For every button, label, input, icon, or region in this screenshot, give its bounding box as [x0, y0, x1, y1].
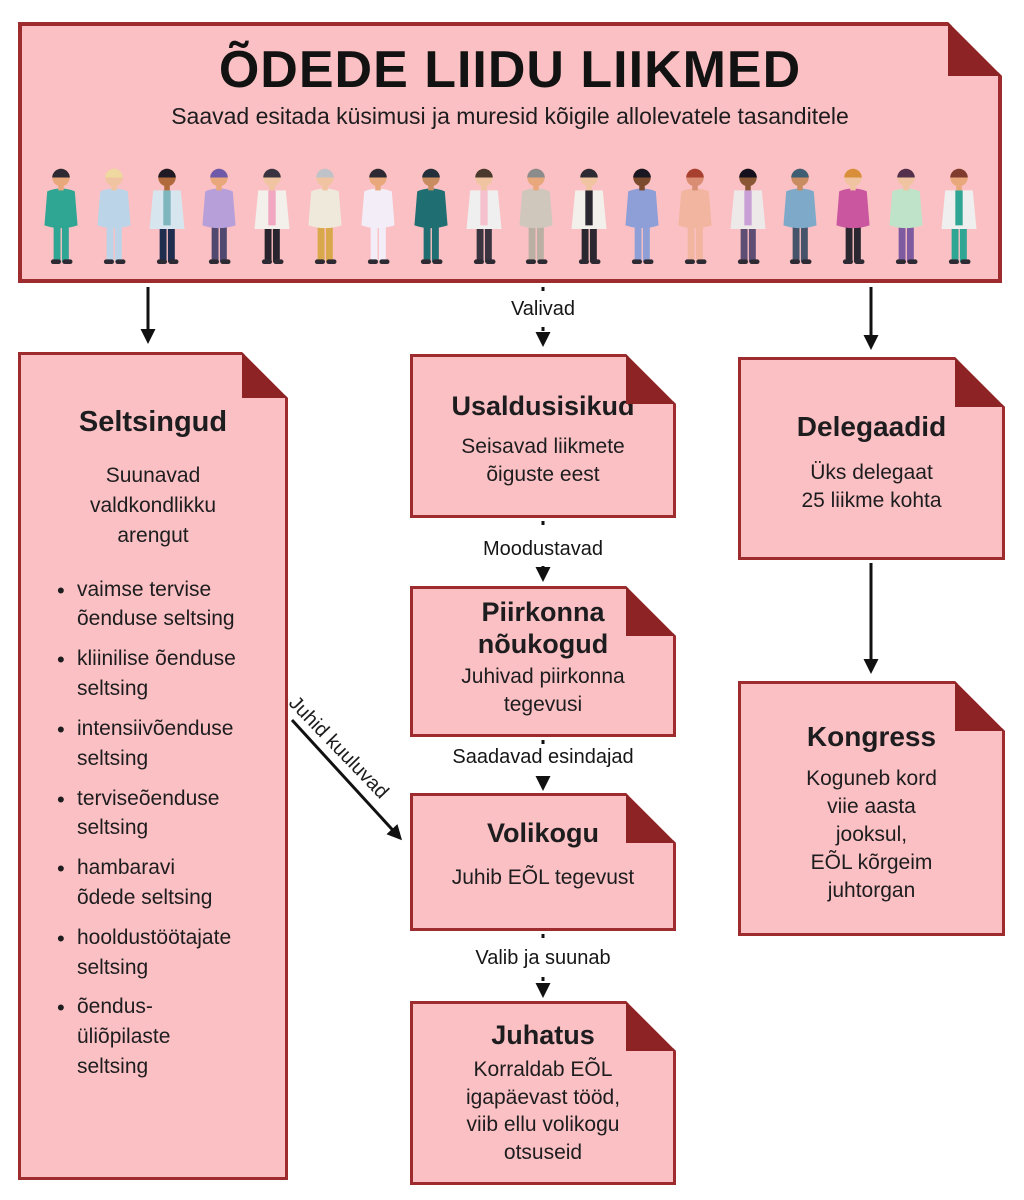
bullet-item: hambaravi õdede seltsing — [57, 853, 271, 913]
card-juhatus: Juhatus Korraldab EÕL igapäevast tööd, v… — [410, 1001, 676, 1185]
card-usaldusisikud: Usaldusisikud Seisavad liikmete õiguste … — [410, 354, 676, 518]
medical-staff-illustration — [22, 162, 998, 279]
page-subtitle: Saavad esitada küsimusi ja muresid kõigi… — [171, 103, 849, 130]
card-description: Üks delegaat 25 liikme kohta — [801, 461, 942, 513]
card-description: Suunavad valdkondlikku arengut — [89, 464, 217, 547]
connector-label-saadavad-esindajad: Saadavad esindajad — [452, 746, 634, 768]
person-illustration — [196, 162, 242, 274]
card-title: Juhatus — [491, 1020, 595, 1050]
person-illustration — [249, 162, 295, 274]
bullet-item: intensiivõenduse seltsing — [57, 714, 271, 774]
folded-corner-icon — [955, 681, 1005, 731]
connector-label-juhid-kuuluvad: Juhid kuuluvad — [284, 692, 393, 804]
card-seltsingud: Seltsingud Suunavad valdkondlikku arengu… — [18, 352, 288, 1180]
person-illustration — [408, 162, 454, 274]
person-illustration — [619, 162, 665, 274]
person-illustration — [830, 162, 876, 274]
person-illustration — [725, 162, 771, 274]
card-description: Juhivad piirkonna tegevusi — [461, 664, 625, 717]
bullet-item: terviseõenduse seltsing — [57, 784, 271, 844]
folded-corner-icon — [626, 354, 676, 404]
person-illustration — [91, 162, 137, 274]
bullet-item: vaimse tervise õenduse seltsing — [57, 575, 271, 635]
card-title: Kongress — [806, 721, 937, 752]
bullet-item: kliinilise õenduse seltsing — [57, 644, 271, 704]
connector-label-valivad: Valivad — [510, 298, 576, 320]
card-title: Volikogu — [487, 818, 599, 848]
card-title: Piirkonna nõukogud — [477, 597, 609, 659]
card-title: Delegaadid — [796, 411, 947, 442]
seltsingud-bullet-list: vaimse tervise õenduse seltsing kliinilis… — [35, 575, 271, 1082]
person-illustration — [936, 162, 982, 274]
folded-corner-icon — [626, 586, 676, 636]
card-volikogu: Volikogu Juhib EÕL tegevust — [410, 793, 676, 931]
card-description: Seisavad liikmete õiguste eest — [461, 434, 625, 487]
card-description: Juhib EÕL tegevust — [451, 865, 635, 889]
bullet-item: õendus- üliõpilaste seltsing — [57, 992, 271, 1081]
connector-label-valib-ja-suunab: Valib ja suunab — [475, 947, 611, 969]
folded-corner-icon — [948, 22, 1002, 76]
folded-corner-icon — [242, 352, 288, 398]
card-delegaadid: Delegaadid Üks delegaat 25 liikme kohta — [738, 357, 1005, 560]
person-illustration — [461, 162, 507, 274]
person-illustration — [566, 162, 612, 274]
person-illustration — [38, 162, 84, 274]
folded-corner-icon — [626, 1001, 676, 1051]
banner-card: ÕDEDE LIIDU LIIKMED Saavad esitada küsim… — [18, 22, 1002, 283]
card-description: Korraldab EÕL igapäevast tööd, viib ellu… — [465, 1057, 621, 1165]
folded-corner-icon — [626, 793, 676, 843]
person-illustration — [355, 162, 401, 274]
bullet-item: hooldustöötajate seltsing — [57, 923, 271, 983]
person-illustration — [672, 162, 718, 274]
card-title: Usaldusisikud — [451, 391, 635, 421]
person-illustration — [777, 162, 823, 274]
connector-label-moodustavad: Moodustavad — [482, 538, 604, 560]
person-illustration — [513, 162, 559, 274]
card-description: Koguneb kord viie aasta jooksul, EÕL kõr… — [806, 767, 937, 902]
folded-corner-icon — [955, 357, 1005, 407]
person-illustration — [883, 162, 929, 274]
card-kongress: Kongress Koguneb kord viie aasta jooksul… — [738, 681, 1005, 936]
page-title: ÕDEDE LIIDU LIIKMED — [218, 41, 802, 99]
card-piirkonna-noukogud: Piirkonna nõukogud Juhivad piirkonna teg… — [410, 586, 676, 737]
person-illustration — [144, 162, 190, 274]
card-title: Seltsingud — [78, 406, 228, 438]
person-illustration — [302, 162, 348, 274]
